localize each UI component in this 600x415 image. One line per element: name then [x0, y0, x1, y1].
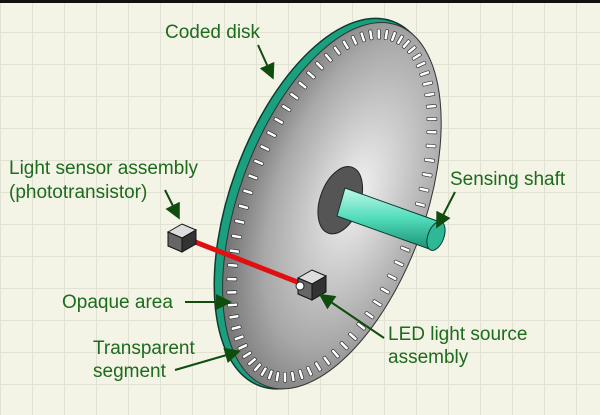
- disk-slot: [305, 365, 313, 377]
- disk-slot: [259, 144, 271, 152]
- disk-slot: [332, 45, 342, 56]
- disk-slot: [322, 355, 331, 366]
- disk-slot: [425, 143, 437, 149]
- disk-slot: [426, 116, 438, 121]
- disk-slot: [424, 157, 435, 163]
- disk-slot: [339, 341, 349, 351]
- disk-slot: [341, 39, 350, 50]
- transparent-label-line2: segment: [93, 361, 166, 382]
- disk-slot: [323, 52, 333, 63]
- disk-slot: [297, 369, 305, 380]
- transparent-arrow: [174, 347, 241, 371]
- disk-slot: [390, 31, 397, 42]
- light-sensor-arrow: [164, 189, 180, 220]
- disk-slot: [383, 29, 389, 41]
- disk-slot: [387, 273, 398, 281]
- disk-slot: [331, 349, 340, 359]
- disk-slot: [228, 314, 240, 320]
- disk-slot: [414, 201, 426, 208]
- light-sensor-label-line2: (phototransistor): [9, 182, 148, 203]
- disk-slot: [281, 104, 292, 113]
- disk-slot: [315, 61, 325, 71]
- light-beam: [184, 235, 306, 288]
- disk-slot: [426, 130, 438, 135]
- disk-slot: [297, 80, 308, 90]
- top-bar: [0, 0, 600, 3]
- disk-slot: [422, 80, 433, 87]
- coded-disk-arrow: [257, 44, 275, 80]
- disk-slot: [421, 172, 433, 178]
- disk-slot: [234, 218, 246, 225]
- disk-slot: [368, 29, 374, 41]
- opaque-area-label: Opaque area: [62, 292, 173, 313]
- disk-slot: [401, 39, 411, 49]
- disk-slot: [314, 361, 322, 372]
- disk-slot: [376, 28, 381, 40]
- disk-slot: [227, 302, 238, 308]
- disk-slot: [253, 362, 262, 372]
- disk-slot: [233, 334, 245, 341]
- disk-slot: [424, 92, 436, 98]
- disk-slot: [396, 34, 404, 45]
- disk-slot: [356, 321, 367, 331]
- disk-slot: [411, 52, 422, 61]
- disk-slot: [231, 233, 242, 240]
- disk-slot: [227, 263, 239, 268]
- disk-slot: [259, 366, 268, 377]
- disk-slot: [348, 332, 358, 341]
- disk-slot: [372, 299, 383, 308]
- light-sensor-block: [166, 223, 198, 253]
- disk-slot: [289, 92, 300, 101]
- disk-slot: [425, 104, 437, 109]
- disk-slot: [419, 70, 430, 77]
- disk-slot: [407, 45, 417, 55]
- light-sensor-label-line1: Light sensor assembly: [9, 158, 199, 179]
- disk-slot: [418, 186, 430, 193]
- disk-slot: [283, 371, 287, 383]
- led-arrow: [318, 293, 385, 339]
- sensing-shaft-label: Sensing shaft: [450, 169, 566, 190]
- led-label-line1: LED light source: [388, 324, 528, 345]
- disk-slot: [247, 357, 257, 366]
- disk-slot: [226, 277, 238, 282]
- led-source-block: [295, 269, 328, 301]
- disk-slot: [273, 117, 284, 125]
- disk-slot: [242, 188, 254, 195]
- disk-slot: [253, 158, 264, 166]
- disk-slot: [226, 290, 238, 295]
- coded-disk-label: Coded disk: [165, 22, 261, 43]
- sensing-shaft: [336, 187, 446, 251]
- disk-slot: [274, 371, 280, 383]
- disk-slot: [290, 371, 296, 382]
- disk-slot: [238, 203, 249, 210]
- disk-slot: [415, 60, 427, 69]
- disk-slot: [393, 259, 405, 267]
- disk-slot: [267, 369, 274, 381]
- disk-slot: [350, 35, 358, 46]
- disk-slot: [228, 248, 240, 254]
- transparent-label-line1: Transparent: [93, 338, 195, 359]
- disk-slot: [379, 286, 391, 295]
- shaft-arrow: [436, 191, 456, 229]
- disk-slot: [364, 311, 375, 320]
- disk-slot: [399, 245, 411, 253]
- disk-slot: [306, 70, 316, 80]
- disk-slot: [242, 350, 253, 359]
- disk-slot: [359, 31, 366, 43]
- disk-slot: [230, 324, 242, 331]
- led-label-line2: assembly: [388, 347, 469, 368]
- disk-slot: [247, 173, 259, 181]
- disk-slot: [266, 130, 277, 138]
